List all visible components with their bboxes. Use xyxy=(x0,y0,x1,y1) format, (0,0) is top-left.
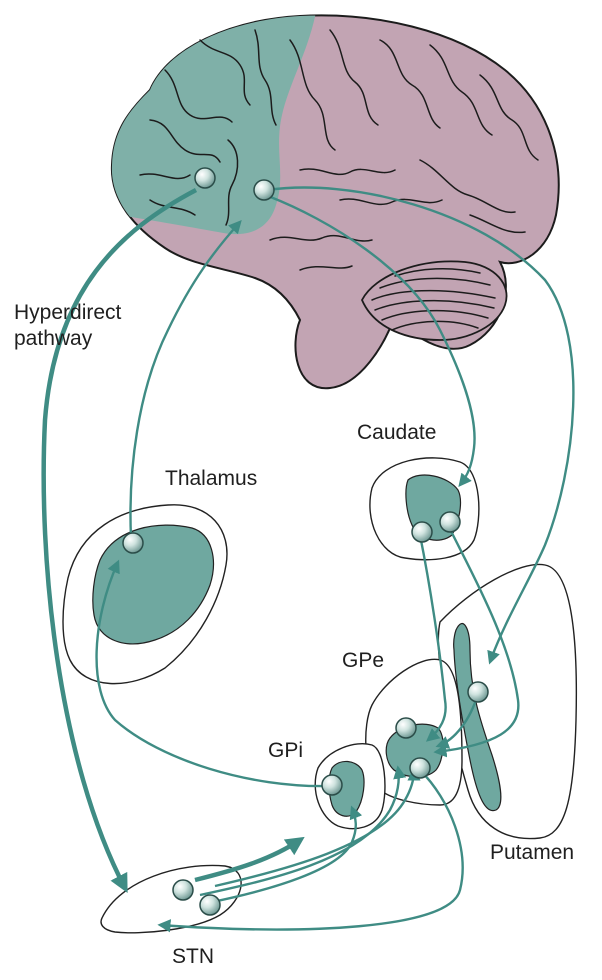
gpi-neuron xyxy=(322,775,342,795)
cortex-neuron-2 xyxy=(254,180,274,200)
putamen-neuron xyxy=(468,682,488,702)
hyperdirect-pathway-label-line2: pathway xyxy=(14,326,92,352)
gpe-neuron-1 xyxy=(396,718,416,738)
cortex-neuron-1 xyxy=(195,168,215,188)
stn-neuron-1 xyxy=(173,880,193,900)
gpi-label: GPi xyxy=(268,738,303,764)
caudate-neuron-2 xyxy=(440,512,460,532)
thalamus-region xyxy=(63,505,227,684)
stn-neuron-2 xyxy=(200,895,220,915)
stn-label: STN xyxy=(172,944,214,970)
putamen-label: Putamen xyxy=(490,840,574,866)
caudate-region xyxy=(370,458,479,560)
caudate-neuron-1 xyxy=(412,522,432,542)
thalamus-label: Thalamus xyxy=(165,466,257,492)
caudate-label: Caudate xyxy=(357,420,436,446)
hyperdirect-pathway-label-line1: Hyperdirect xyxy=(14,300,121,326)
gpe-label: GPe xyxy=(342,648,384,674)
gpe-neuron-2 xyxy=(410,758,430,778)
brain xyxy=(60,0,559,388)
thalamus-neuron xyxy=(123,533,143,553)
